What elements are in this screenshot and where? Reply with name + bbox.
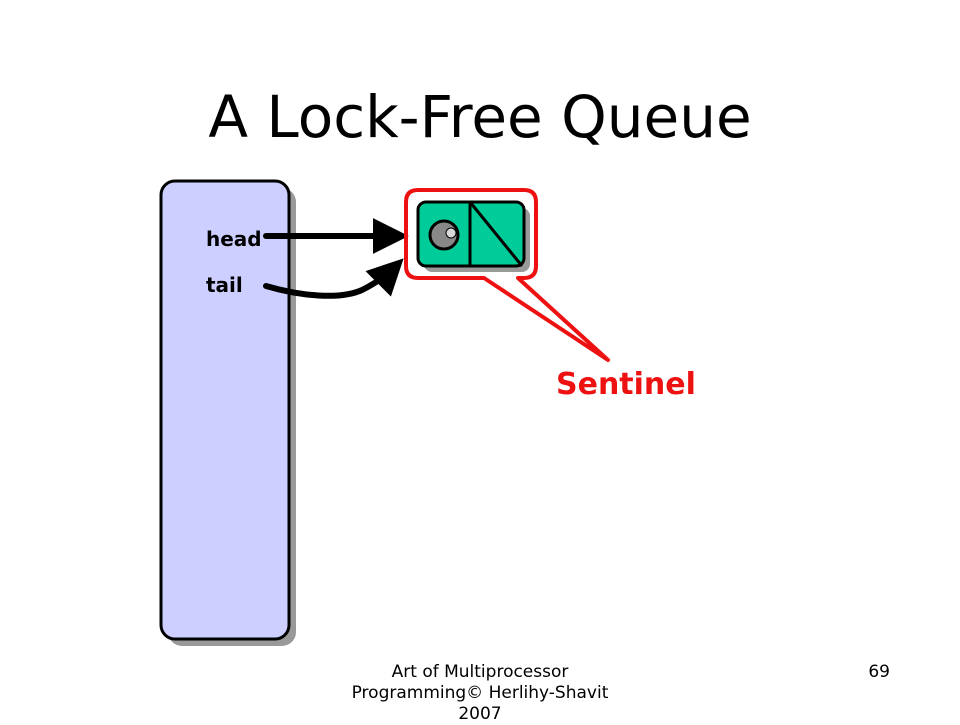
tail-label: tail	[206, 273, 243, 297]
null-next-pointer-icon	[468, 201, 524, 267]
sentinel-node	[416, 200, 530, 272]
value-knob-highlight	[445, 227, 457, 239]
queue-object-box	[159, 179, 291, 641]
head-label: head	[206, 227, 262, 251]
page-number: 69	[868, 662, 890, 682]
footer-line-2: Programming© Herlihy-Shavit	[351, 683, 609, 703]
tail-pointer-arrow	[263, 258, 404, 299]
footer-line-1: Art of Multiprocessor	[391, 662, 569, 682]
footer-citation: Art of Multiprocessor Programming© Herli…	[300, 662, 660, 725]
slide-title: A Lock-Free Queue	[208, 83, 752, 151]
sentinel-callout-bubble	[404, 188, 610, 362]
sentinel-label: Sentinel	[556, 367, 696, 402]
queue-object	[159, 179, 296, 646]
footer-line-3: 2007	[458, 704, 502, 724]
